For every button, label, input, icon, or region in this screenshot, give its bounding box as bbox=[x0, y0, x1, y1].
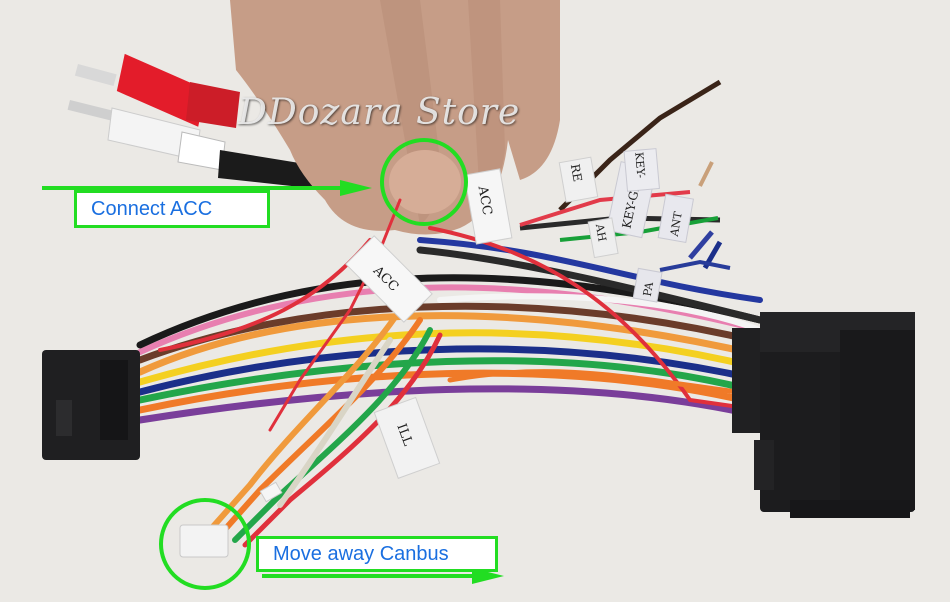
left-connector bbox=[42, 350, 140, 460]
tag-pa: PA bbox=[641, 280, 656, 297]
right-connector bbox=[732, 312, 915, 518]
connect-acc-callout: Connect ACC bbox=[74, 190, 270, 228]
rca-plugs bbox=[67, 53, 330, 190]
move-away-canbus-label: Move away Canbus bbox=[273, 543, 449, 565]
tag-re: RE bbox=[568, 163, 585, 183]
tag-acc-top: ACC bbox=[474, 184, 494, 216]
acc-highlight-circle bbox=[380, 138, 468, 226]
canbus-arrow bbox=[262, 568, 504, 584]
tag-key: KEY- bbox=[632, 152, 647, 179]
connect-acc-label: Connect ACC bbox=[91, 198, 213, 220]
wire-tags: ACC ACC ILL KEY-GND KEY- RE ANT PA bbox=[345, 148, 695, 479]
wire-bundle bbox=[136, 198, 764, 548]
tag-ill: ILL bbox=[393, 422, 415, 449]
tag-ah: AH bbox=[593, 222, 609, 243]
acc-arrow bbox=[42, 180, 372, 196]
store-watermark: DDozara Store bbox=[238, 92, 521, 133]
move-away-canbus-callout: Move away Canbus bbox=[256, 536, 498, 572]
canbus-plug bbox=[179, 481, 283, 558]
tag-ant: ANT bbox=[668, 210, 685, 238]
canbus-highlight-circle bbox=[159, 498, 251, 590]
